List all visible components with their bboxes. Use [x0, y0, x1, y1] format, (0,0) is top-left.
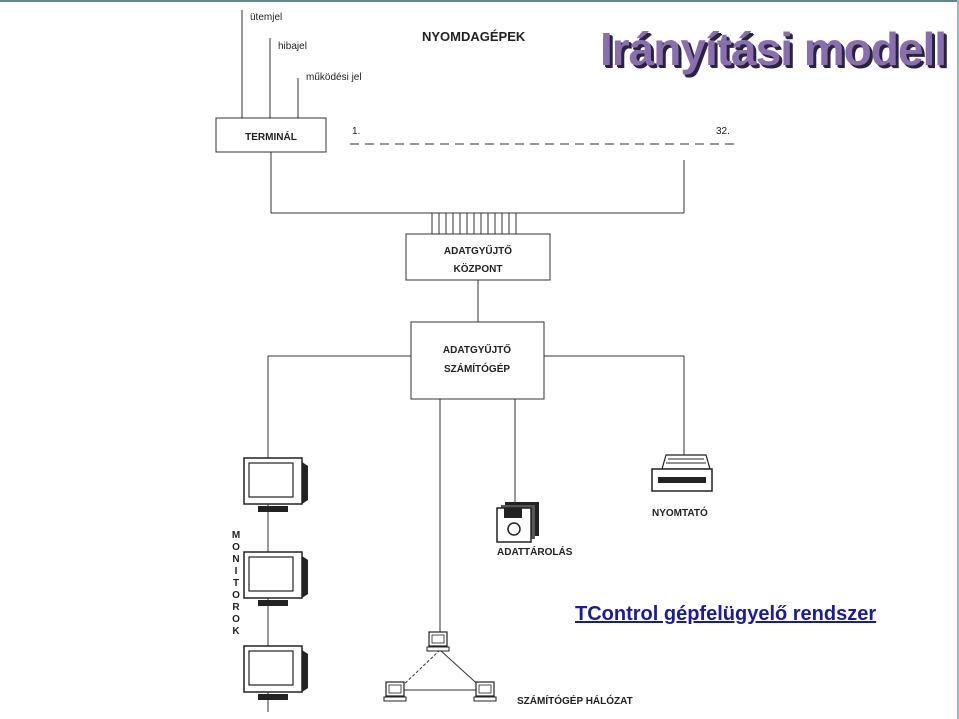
slide-title: Irányítási modell [600, 23, 947, 75]
monitors-letter: O [232, 614, 240, 625]
monitors-letter: O [232, 542, 240, 553]
monitors-letter: N [232, 554, 239, 565]
slide-subtitle: TControl gépfelügyelő rendszer [575, 603, 877, 625]
right-border-line [957, 0, 959, 719]
signal-label-clock: ütemjel [250, 12, 282, 23]
printer-icon [651, 454, 713, 492]
signal-label-operation: működési jel [306, 72, 362, 83]
collector-center-label-1: ADATGYŰJTŐ [444, 244, 512, 257]
monitors-letter: O [232, 590, 240, 601]
machine-last-label: 32. [716, 126, 730, 137]
signal-label-error: hibajel [278, 41, 307, 52]
printing-machines-label: NYOMDAGÉPEK [422, 29, 526, 44]
network-icon [383, 631, 497, 702]
terminal-label: TERMINÁL [245, 130, 297, 143]
collector-computer-label-2: SZÁMÍTÓGÉP [444, 362, 510, 375]
monitors-letter: R [232, 602, 240, 613]
collector-center-label-2: KÖZPONT [454, 262, 503, 275]
monitors-letter: M [232, 530, 240, 541]
collector-computer-box [410, 321, 545, 400]
monitor-icon-3 [243, 645, 308, 700]
printer-label: NYOMTATÓ [652, 506, 708, 519]
network-label: SZÁMÍTÓGÉP HÁLÓZAT [517, 694, 633, 707]
monitors-letter: I [235, 566, 238, 577]
machine-first-label: 1. [352, 126, 360, 137]
monitors-vertical-label: M O N I T O R O K [232, 530, 241, 637]
storage-label: ADATTÁROLÁS [497, 545, 573, 558]
top-border-line [0, 0, 959, 2]
collector-computer-label-1: ADATGYŰJTŐ [443, 343, 511, 356]
monitor-icon-1 [243, 457, 308, 512]
storage-icon [496, 502, 539, 543]
monitor-icon-2 [243, 551, 308, 606]
monitors-letter: T [233, 578, 239, 589]
monitors-letter: K [232, 626, 240, 637]
bus-lines [431, 213, 517, 234]
